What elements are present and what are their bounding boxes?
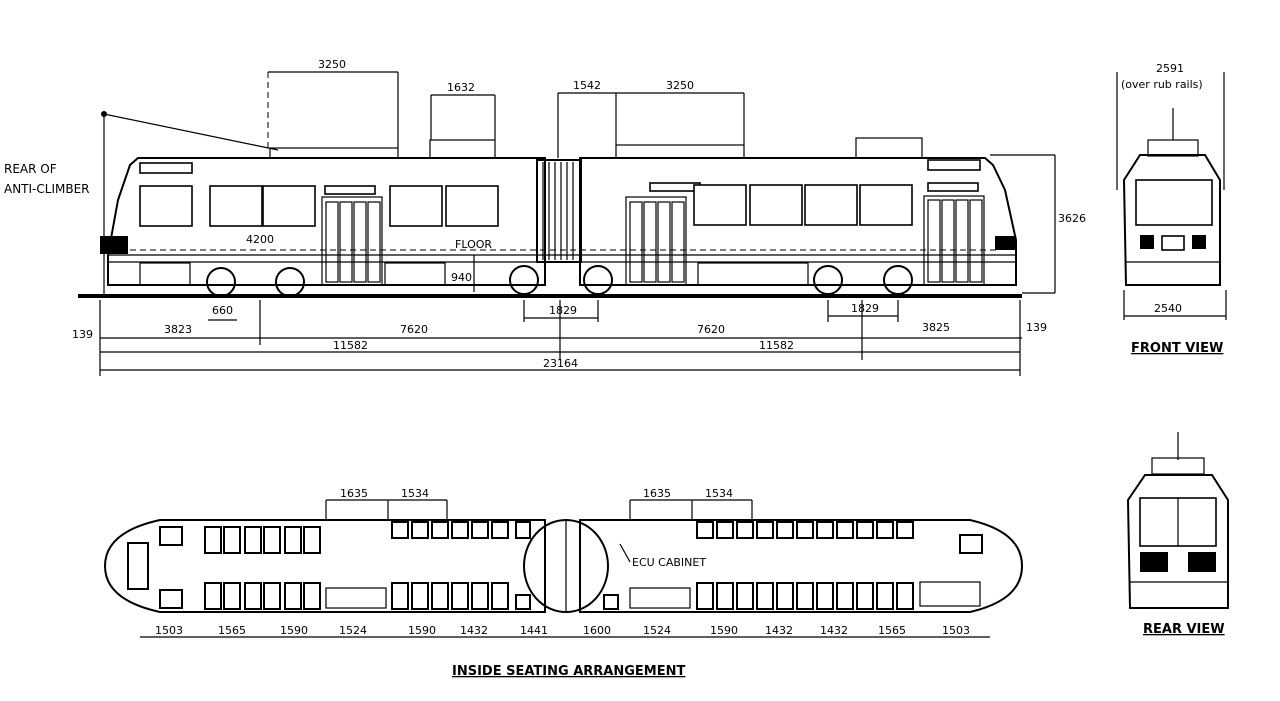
wheel bbox=[206, 267, 236, 297]
plan-left-car bbox=[103, 519, 546, 613]
rear-view: REAR VIEW bbox=[1126, 432, 1229, 637]
seating-plan: ECU CABINET 1635 1534 1635 1534 1503 156… bbox=[103, 487, 1024, 679]
dim-3626: 3626 bbox=[1058, 212, 1086, 225]
plan-top-dim-1: 1635 bbox=[340, 487, 368, 500]
plan-bottom-dim-8: 1600 bbox=[583, 624, 611, 637]
door-left bbox=[321, 196, 383, 286]
plan-bottom-dim-1: 1503 bbox=[155, 624, 183, 637]
front-view-title: FRONT VIEW bbox=[1131, 341, 1223, 356]
dim-660: 660 bbox=[212, 304, 233, 317]
wheel bbox=[275, 267, 305, 297]
dim-3250-right: 3250 bbox=[666, 79, 694, 92]
ecu-cabinet-label: ECU CABINET bbox=[632, 556, 706, 569]
rear-label-line2: ANTI-CLIMBER bbox=[4, 182, 90, 196]
wheel bbox=[509, 265, 539, 295]
plan-bottom-dim-5: 1590 bbox=[408, 624, 436, 637]
wheel bbox=[583, 265, 613, 295]
plan-bottom-dim-2: 1565 bbox=[218, 624, 246, 637]
plan-bottom-dim-14: 1503 bbox=[942, 624, 970, 637]
dim-1829-left: 1829 bbox=[549, 304, 577, 317]
dim-11582-right: 11582 bbox=[759, 339, 794, 352]
plan-bottom-dim-11: 1432 bbox=[765, 624, 793, 637]
front-view: 2591 (over rub rails) 2540 FRONT VIEW bbox=[1116, 62, 1227, 356]
rear-body bbox=[1126, 474, 1229, 609]
rear-view-title: REAR VIEW bbox=[1143, 622, 1225, 637]
dim-3250-left: 3250 bbox=[318, 58, 346, 71]
plan-bottom-dim-7: 1441 bbox=[520, 624, 548, 637]
dim-7620-left: 7620 bbox=[400, 323, 428, 336]
door-mid bbox=[625, 196, 687, 286]
wheel bbox=[813, 265, 843, 295]
roof-equipment-box-right bbox=[855, 137, 923, 159]
plan-bottom-dim-9: 1524 bbox=[643, 624, 671, 637]
dim-1632: 1632 bbox=[447, 81, 475, 94]
dim-940: 940 bbox=[451, 271, 472, 284]
side-elevation: REAR OF ANTI-CLIMBER FLOOR 3250 1632 154… bbox=[4, 58, 1086, 376]
plan-bottom-dim-12: 1432 bbox=[820, 624, 848, 637]
front-width-bottom: 2540 bbox=[1154, 302, 1182, 315]
rear-label-line1: REAR OF bbox=[4, 162, 57, 176]
door-right bbox=[923, 195, 985, 286]
dim-4200: 4200 bbox=[246, 233, 274, 246]
wheel bbox=[883, 265, 913, 295]
plan-bottom-dim-10: 1590 bbox=[710, 624, 738, 637]
roof-equipment-box-mid bbox=[615, 144, 745, 159]
dim-3825: 3825 bbox=[922, 321, 950, 334]
plan-seats-bottom bbox=[204, 582, 914, 610]
plan-seats-top bbox=[204, 521, 914, 554]
dim-23164: 23164 bbox=[543, 357, 578, 370]
front-width-top: 2591 bbox=[1156, 62, 1184, 75]
dim-11582-left: 11582 bbox=[333, 339, 368, 352]
plan-bottom-dim-3: 1590 bbox=[280, 624, 308, 637]
plan-top-dim-3: 1635 bbox=[643, 487, 671, 500]
roof-equipment-box-left bbox=[429, 139, 496, 159]
dim-1542: 1542 bbox=[573, 79, 601, 92]
plan-bottom-dim-13: 1565 bbox=[878, 624, 906, 637]
plan-right-car bbox=[579, 519, 1024, 613]
front-width-note: (over rub rails) bbox=[1121, 78, 1203, 91]
roof-pantograph-base bbox=[269, 147, 399, 159]
floor-label: FLOOR bbox=[455, 238, 492, 251]
plan-bottom-dim-4: 1524 bbox=[339, 624, 367, 637]
plan-top-dim-4: 1534 bbox=[705, 487, 733, 500]
plan-bottom-dim-6: 1432 bbox=[460, 624, 488, 637]
front-body bbox=[1122, 154, 1221, 286]
dim-1829-right: 1829 bbox=[851, 302, 879, 315]
dim-3823: 3823 bbox=[164, 323, 192, 336]
dim-139-left: 139 bbox=[72, 328, 93, 341]
seating-title: INSIDE SEATING ARRANGEMENT bbox=[452, 664, 685, 679]
articulation-bellows bbox=[536, 159, 582, 263]
trolley-pole bbox=[103, 113, 279, 151]
dim-7620-right: 7620 bbox=[697, 323, 725, 336]
dim-139-right: 139 bbox=[1026, 321, 1047, 334]
plan-top-dim-2: 1534 bbox=[401, 487, 429, 500]
